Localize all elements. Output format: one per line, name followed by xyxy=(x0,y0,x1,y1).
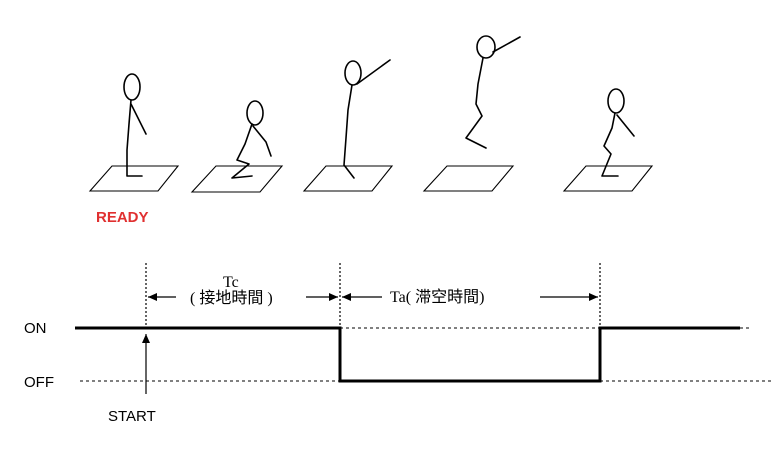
contact-signal-waveform xyxy=(75,326,740,383)
crouching-figure xyxy=(190,100,284,193)
head xyxy=(123,73,141,101)
pushoff-figure xyxy=(302,59,394,192)
body xyxy=(601,112,619,177)
head xyxy=(607,88,625,114)
start-label: START xyxy=(108,408,156,425)
arm xyxy=(130,103,147,135)
tc-label: Tc xyxy=(223,274,239,291)
body xyxy=(126,99,143,177)
tc-jp-label: ( 接地時間 ) xyxy=(190,289,273,307)
platform xyxy=(562,165,654,192)
body xyxy=(465,57,487,149)
body xyxy=(343,84,355,179)
airborne-figure xyxy=(422,35,521,192)
head xyxy=(246,100,264,126)
landing-figure xyxy=(562,88,654,192)
ta-label: Ta( 滞空時間) xyxy=(390,288,484,306)
off-label: OFF xyxy=(24,374,54,391)
head xyxy=(476,35,496,59)
ready-label: READY xyxy=(96,209,149,226)
head xyxy=(344,60,362,86)
platform xyxy=(190,165,284,193)
platform xyxy=(302,165,394,192)
body xyxy=(231,123,253,179)
on-label: ON xyxy=(24,320,47,337)
arm xyxy=(492,36,521,53)
arm xyxy=(356,59,391,85)
platform xyxy=(422,165,515,192)
platform xyxy=(88,165,180,192)
standing-figure xyxy=(88,73,180,192)
arm xyxy=(616,114,635,137)
arm xyxy=(252,125,272,157)
